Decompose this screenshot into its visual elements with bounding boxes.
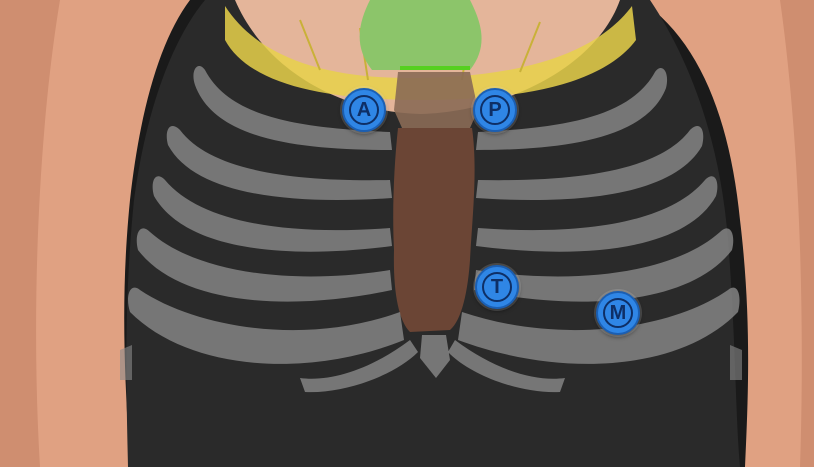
sternum	[393, 128, 474, 332]
thyroid	[360, 0, 482, 70]
marker-label-pulmonic: P	[488, 100, 501, 120]
marker-label-tricuspid: T	[491, 277, 503, 297]
auscultation-point-mitral-icon[interactable]: M	[596, 291, 640, 335]
manubrium	[394, 72, 478, 128]
auscultation-point-tricuspid-icon[interactable]: T	[475, 265, 519, 309]
marker-label-mitral: M	[610, 303, 627, 323]
auscultation-point-aortic-icon[interactable]: A	[342, 88, 386, 132]
marker-label-aortic: A	[357, 100, 371, 120]
auscultation-point-pulmonic-icon[interactable]: P	[473, 88, 517, 132]
